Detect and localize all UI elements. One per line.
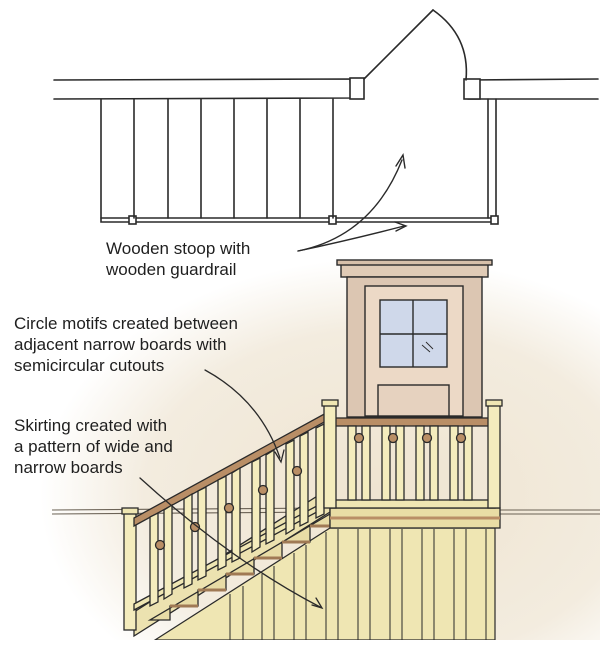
newel-post-cap	[121, 507, 139, 515]
plan-stoop	[100, 98, 497, 223]
plan-post	[490, 215, 499, 225]
leader-line	[297, 225, 405, 252]
landing-railing	[321, 399, 503, 509]
callout-line: a pattern of wide and	[14, 437, 173, 456]
plan-wall-cap	[349, 77, 365, 100]
plan-door-swing	[432, 9, 468, 81]
post-right-cap	[485, 399, 503, 407]
plan-wall	[53, 78, 352, 100]
plan-post	[128, 215, 137, 225]
landing-bottom-rail	[329, 499, 496, 509]
callout-line: adjacent narrow boards with	[14, 335, 227, 354]
circle-motifs-stair	[154, 465, 303, 551]
landing	[329, 507, 501, 529]
callout-line: Circle motifs created between	[14, 314, 238, 333]
callout-line: wooden guardrail	[106, 260, 237, 279]
door	[336, 259, 493, 418]
leader-line	[139, 477, 321, 608]
callout-circle-motifs: Circle motifs created between adjacent n…	[14, 313, 238, 376]
stair-balusters	[149, 422, 325, 608]
landing-balusters	[347, 425, 473, 501]
post-right	[487, 403, 501, 509]
stair-railing	[121, 410, 329, 631]
arrow-head	[311, 597, 324, 610]
circle-motifs-landing	[353, 432, 467, 444]
door-lower-panel	[377, 384, 450, 417]
callout-line: semicircular cutouts	[14, 356, 165, 375]
elevation-leaders	[139, 369, 324, 610]
plan-door-leaf	[363, 9, 434, 80]
post-left	[323, 403, 337, 509]
plan-wall-cap	[463, 78, 481, 100]
callout-skirting: Skirting created with a pattern of wide …	[14, 415, 173, 478]
arrow-head	[395, 153, 406, 169]
callout-line: narrow boards	[14, 458, 123, 477]
newel-post	[123, 511, 137, 631]
arrow-head	[394, 221, 408, 232]
skirting-boards	[229, 529, 487, 640]
landing-top-rail	[329, 417, 496, 427]
elevation-view	[40, 258, 600, 641]
stoop-leaders	[297, 153, 408, 252]
plan-view	[53, 9, 599, 225]
callout-stoop: Wooden stoop with wooden guardrail	[106, 238, 250, 280]
leader-line	[297, 159, 403, 252]
arrow-head	[274, 449, 285, 464]
door-header-top	[336, 259, 493, 266]
leader-line	[204, 369, 281, 459]
post-left-cap	[321, 399, 339, 407]
callout-line: Skirting created with	[14, 416, 168, 435]
plan-wall	[467, 78, 599, 100]
tread-edges	[170, 524, 330, 608]
callout-line: Wooden stoop with	[106, 239, 251, 258]
